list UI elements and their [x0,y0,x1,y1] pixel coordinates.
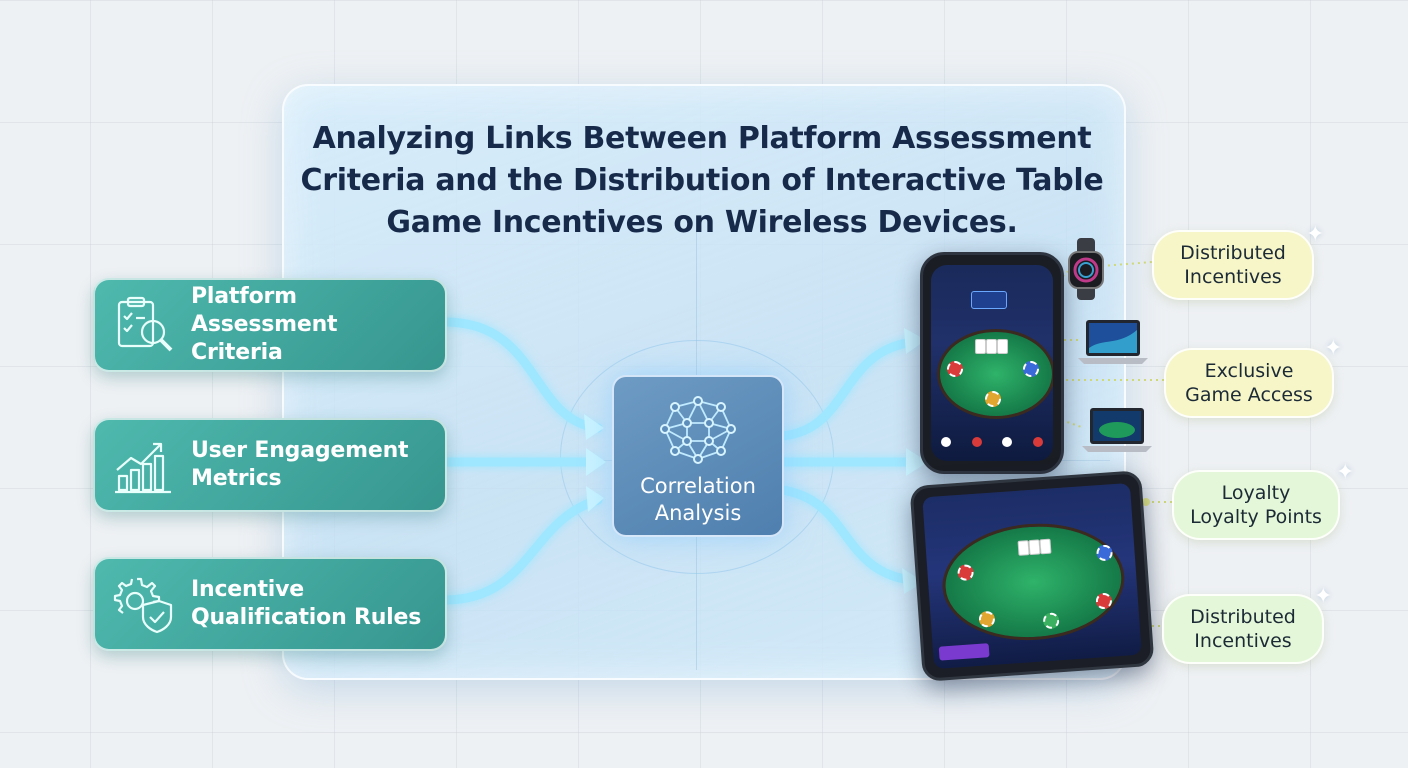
connector-bubble-1 [1101,261,1153,267]
neural-network-icon [660,396,736,464]
control-dot-icon [1002,437,1013,447]
connector-dot-4 [1142,498,1150,506]
laptop-icon [1082,408,1152,452]
bar-chart-trend-icon [115,442,171,494]
analysis-glow-ring [560,340,834,574]
poker-table-icon [938,517,1129,647]
playing-card-icon [975,339,986,354]
connector-laptop-2 [1055,417,1085,429]
smartphone-icon [920,252,1064,474]
arrowhead-input-3 [586,486,604,512]
tablet-screen [922,482,1142,670]
laptop-icon [1078,320,1148,364]
output-loyalty-points: Loyalty Loyalty Points [1172,470,1340,540]
flow-arrow-output-3 [777,485,915,585]
control-dot-icon [941,437,951,447]
control-dot-icon [1032,437,1043,447]
tablet-action-button [938,643,990,661]
tablet-icon [909,470,1155,682]
correlation-analysis-box: Correlation Analysis [612,375,784,537]
clipboard-magnifier-icon [117,296,173,352]
poker-chip-icon [947,361,963,377]
arrowhead-input-1 [584,414,604,440]
gear-shield-check-icon [113,577,173,634]
sparkle-icon: ✦ [1324,336,1343,361]
flow-arrow-output-1 [777,337,919,441]
output-distributed-incentives-2: Distributed Incentives [1162,594,1324,664]
sparkle-icon: ✦ [1336,460,1355,485]
input-label-incentive-rules: Incentive Qualification Rules [191,577,422,630]
arrowhead-input-2 [586,448,606,476]
input-label-user-engagement: User Engagement Metrics [191,438,409,491]
playing-card-icon [1039,538,1052,555]
input-card-user-engagement: User Engagement Metrics [93,418,447,512]
smartphone-screen [931,265,1053,461]
smartwatch-icon [1068,238,1104,300]
output-exclusive-game-access: Exclusive Game Access [1164,348,1334,418]
playing-card-icon [997,339,1008,354]
sparkle-icon: ✦ [1314,584,1333,609]
phone-control-bar [941,437,1043,451]
output-distributed-incentives-1: Distributed Incentives [1152,230,1314,300]
flow-arrow-input-3 [440,495,603,605]
control-dot-icon [971,437,982,447]
game-logo-icon [971,291,1007,309]
center-label: Correlation Analysis [640,474,756,525]
arrowhead-output-2 [906,448,928,476]
arrowhead-output-3 [902,568,924,594]
input-card-platform-assessment: Platform Assessment Criteria [93,278,447,372]
playing-card-icon [986,339,997,354]
arrowhead-output-1 [904,328,926,354]
poker-chip-icon [1023,361,1039,377]
diagram-title: Analyzing Links Between Platform Assessm… [300,121,1104,240]
sparkle-icon: ✦ [1306,222,1325,247]
input-label-platform-assessment: Platform Assessment Criteria [191,284,338,365]
input-card-incentive-rules: Incentive Qualification Rules [93,557,447,651]
flow-arrow-input-1 [440,317,603,433]
poker-chip-icon [985,391,1001,407]
